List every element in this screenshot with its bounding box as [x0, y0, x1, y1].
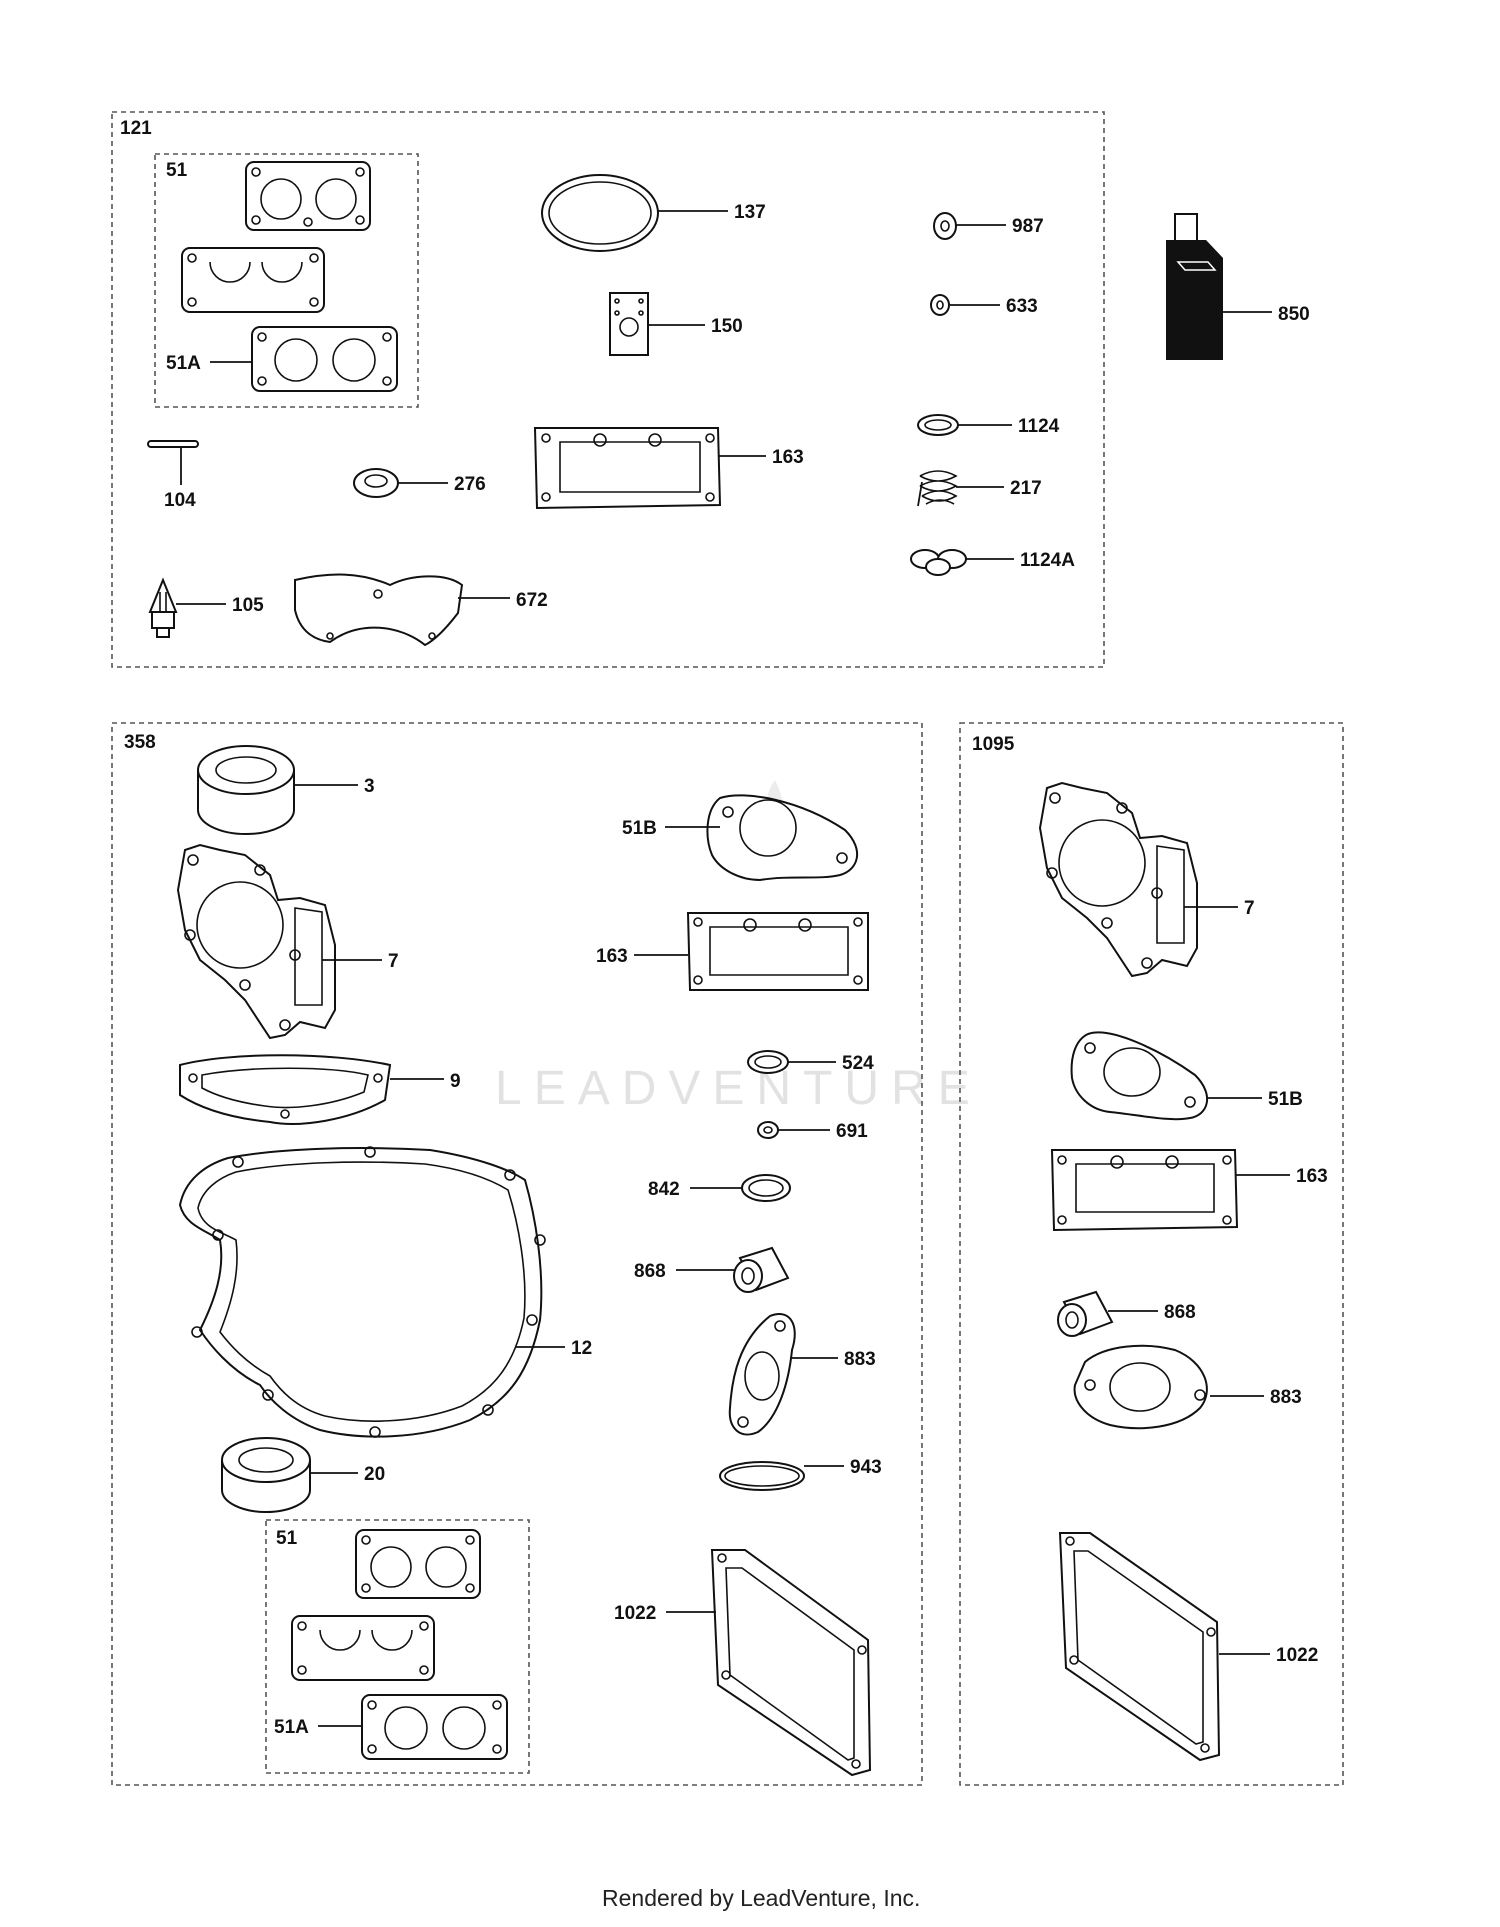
label-987: 987 [1012, 216, 1044, 237]
label-137: 137 [734, 202, 766, 223]
gasket-883-right [1073, 1344, 1208, 1430]
head-gasket-7-left [176, 843, 336, 1040]
washer-633 [930, 294, 950, 316]
label-850: 850 [1278, 304, 1310, 325]
label-7-left: 7 [388, 951, 399, 972]
rocker-gasket-163-right [1050, 1149, 1239, 1232]
needle-105 [148, 577, 178, 638]
label-163-top: 163 [772, 447, 804, 468]
label-633: 633 [1006, 296, 1038, 317]
spring-217 [917, 470, 958, 507]
label-9: 9 [450, 1071, 461, 1092]
kit-51-top-label: 51 [166, 160, 188, 181]
label-868-right: 868 [1164, 1302, 1196, 1323]
pin-104 [147, 440, 199, 448]
o-ring-137 [541, 174, 659, 252]
intake-gasket-51-top-b [181, 247, 325, 313]
ring-842 [741, 1174, 791, 1202]
label-163-left: 163 [596, 946, 628, 967]
label-20: 20 [364, 1464, 385, 1485]
label-217: 217 [1010, 478, 1042, 499]
intake-gasket-51A-top [251, 326, 398, 392]
o-ring-943 [719, 1461, 805, 1491]
ring-1124 [917, 414, 959, 436]
label-883-left: 883 [844, 1349, 876, 1370]
label-51A-top: 51A [166, 353, 201, 374]
head-gasket-7-right [1038, 781, 1198, 978]
label-868-left: 868 [634, 1261, 666, 1282]
kit-358-label: 358 [124, 732, 156, 753]
gasket-51B-right [1070, 1031, 1209, 1121]
gasket-9 [179, 1054, 392, 1125]
label-105: 105 [232, 595, 264, 616]
label-943: 943 [850, 1457, 882, 1478]
label-1124A: 1124A [1020, 550, 1075, 571]
label-3: 3 [364, 776, 375, 797]
seal-868-right [1057, 1290, 1114, 1337]
footer-credit: Rendered by LeadVenture, Inc. [602, 1885, 920, 1911]
label-842: 842 [648, 1179, 680, 1200]
bearing-20 [221, 1437, 311, 1513]
intake-gasket-51A-left [361, 1694, 508, 1760]
label-7-right: 7 [1244, 898, 1255, 919]
label-163-right: 163 [1296, 1166, 1328, 1187]
label-12: 12 [571, 1338, 592, 1359]
kit-358-box [111, 722, 923, 1786]
kit-121-box [111, 111, 1105, 668]
ring-524 [747, 1050, 789, 1074]
seal-276 [353, 468, 399, 498]
kit-51-left-label: 51 [276, 1528, 298, 1549]
valve-cover-gasket-1022-left [710, 1549, 872, 1777]
label-104: 104 [164, 490, 196, 511]
label-150: 150 [711, 316, 743, 337]
bearing-3 [197, 745, 295, 835]
intake-gasket-51-top-a [245, 161, 371, 231]
label-276: 276 [454, 474, 486, 495]
label-672: 672 [516, 590, 548, 611]
label-51B-right: 51B [1268, 1089, 1303, 1110]
intake-gasket-51-left-b [291, 1615, 435, 1681]
seal-868-left [733, 1246, 790, 1293]
kit-1095-label: 1095 [972, 734, 1015, 755]
gasket-51B-left [706, 794, 859, 882]
label-691: 691 [836, 1121, 868, 1142]
kit-51-top-box [154, 153, 419, 408]
label-1124: 1124 [1018, 416, 1060, 437]
washer-691 [757, 1121, 779, 1139]
label-883-right: 883 [1270, 1387, 1302, 1408]
plate-150 [609, 292, 649, 356]
gasket-883-left [728, 1313, 796, 1436]
crankcase-gasket-12 [178, 1146, 546, 1438]
sealant-tube-850 [1166, 213, 1223, 360]
valve-cover-gasket-1022-right [1058, 1532, 1221, 1762]
label-524: 524 [842, 1053, 874, 1074]
clips-1124A [910, 549, 967, 576]
kit-121-label: 121 [120, 118, 152, 139]
rocker-gasket-163-left [686, 912, 869, 991]
intake-gasket-51-left-a [355, 1529, 481, 1599]
kit-51-left-box [265, 1519, 530, 1774]
kit-1095-box [959, 722, 1344, 1786]
label-1022-right: 1022 [1276, 1645, 1318, 1666]
label-1022-left: 1022 [614, 1603, 656, 1624]
label-51A-left: 51A [274, 1717, 309, 1738]
washer-987 [933, 212, 957, 240]
watermark-text: LEADVENTURE [495, 1062, 982, 1115]
label-51B-left: 51B [622, 818, 657, 839]
rocker-gasket-163-top [533, 427, 722, 510]
gasket-672 [294, 573, 464, 647]
